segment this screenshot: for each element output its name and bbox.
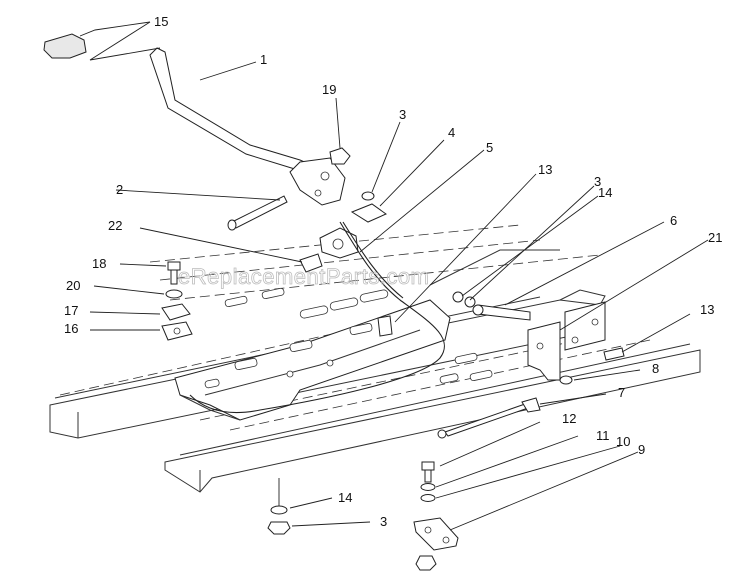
callout-1: 1: [260, 52, 267, 67]
callout-14: 14: [598, 185, 612, 200]
callout-14: 14: [338, 490, 352, 505]
part-12-bolt: [421, 461, 435, 483]
part-16-bracket: [161, 321, 193, 341]
callout-2: 2: [116, 182, 123, 197]
callout-20: 20: [66, 278, 80, 293]
callout-7: 7: [618, 385, 625, 400]
part-19-nut: [329, 147, 351, 165]
pedal-mount-plate: [174, 299, 451, 421]
part-14-washer-mid: [464, 296, 476, 308]
part-7-rod: [437, 397, 541, 439]
callout-9: 9: [638, 442, 645, 457]
part-18-bolt: [167, 261, 181, 285]
callout-11: 11: [596, 428, 610, 443]
callout-6: 6: [670, 213, 677, 228]
cable: [189, 221, 446, 414]
part-20-washer: [165, 289, 183, 299]
callout-5: 5: [486, 140, 493, 155]
callout-labels: 15 1 19 3 4 5 2 13 3 14 22 6 21 18 20 17…: [64, 14, 722, 529]
part-22-bushing: [299, 253, 323, 273]
callout-16: 16: [64, 321, 78, 336]
part-nut-bottom: [415, 555, 437, 571]
part-11-washer: [420, 483, 436, 491]
part-3-nut-mid: [452, 291, 464, 303]
part-4-clip: [350, 203, 388, 223]
pedal-pad: [43, 33, 87, 59]
callout-13: 13: [538, 162, 552, 177]
part-10-washer: [420, 494, 436, 502]
part-6-shaft: [472, 304, 531, 321]
callout-17: 17: [64, 303, 78, 318]
frame-slots: [224, 287, 493, 384]
callout-22: 22: [108, 218, 122, 233]
part-3-nut-upper: [361, 191, 375, 201]
callout-12: 12: [562, 411, 576, 426]
callout-13: 13: [700, 302, 714, 317]
callout-8: 8: [652, 361, 659, 376]
callout-15: 15: [154, 14, 168, 29]
part-13-bolt-upper: [377, 315, 393, 337]
callout-4: 4: [448, 125, 455, 140]
callout-3: 3: [594, 174, 601, 189]
callout-3: 3: [399, 107, 406, 122]
callout-19: 19: [322, 82, 336, 97]
part-17-plate: [161, 303, 191, 321]
part-8-nut: [559, 375, 573, 385]
callout-3: 3: [380, 514, 387, 529]
pedal-lever: [149, 47, 346, 206]
callout-18: 18: [92, 256, 106, 271]
callout-10: 10: [616, 434, 630, 449]
leader-lines: [79, 21, 709, 531]
callout-21: 21: [708, 230, 722, 245]
part-3-nut-bottom: [267, 521, 291, 535]
part-14-washer-bottom: [270, 505, 288, 515]
part-13-bolt-right: [603, 347, 625, 361]
part-2-bolt: [227, 195, 288, 231]
part-21-bracket: [527, 301, 606, 381]
watermark-text: eReplacementParts.com: [178, 264, 429, 289]
part-9-link: [413, 517, 459, 551]
